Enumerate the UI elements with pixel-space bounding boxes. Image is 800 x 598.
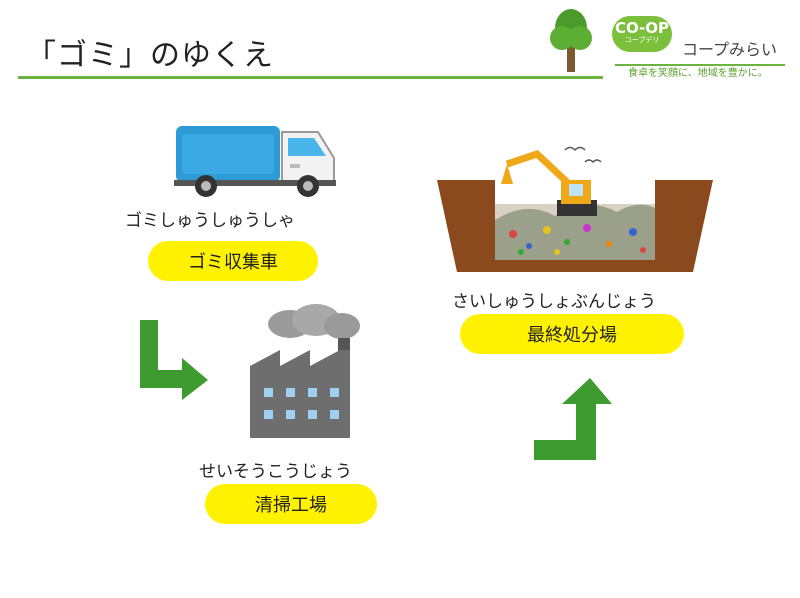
landfill-label: 最終処分場 xyxy=(460,314,684,354)
title-underline xyxy=(18,76,603,79)
page-title: 「ゴミ」のゆくえ xyxy=(26,38,274,73)
arrow-truck-to-factory xyxy=(140,320,208,400)
truck-label: ゴミ収集車 xyxy=(148,241,318,281)
coop-logo-main: CO-OP xyxy=(614,19,669,37)
factory-icon xyxy=(250,304,360,438)
factory-label: 清掃工場 xyxy=(205,484,377,524)
garbage-truck-icon xyxy=(174,126,336,197)
tree-icon xyxy=(550,9,592,72)
logo-underline xyxy=(615,64,785,66)
factory-reading: せいそうこうじょう xyxy=(199,462,352,482)
landfill-icon xyxy=(437,146,713,272)
coop-logo: CO-OP コープデリ xyxy=(612,16,672,52)
truck-reading: ゴミしゅうしゅうしゃ xyxy=(125,211,295,231)
coop-name: コープみらい xyxy=(682,40,778,59)
landfill-reading: さいしゅうしょぶんじょう xyxy=(452,292,656,312)
coop-slogan: 食卓を笑顔に、地域を豊かに。 xyxy=(628,68,768,79)
coop-logo-sub: コープデリ xyxy=(624,36,660,44)
arrow-factory-to-landfill xyxy=(534,378,612,460)
